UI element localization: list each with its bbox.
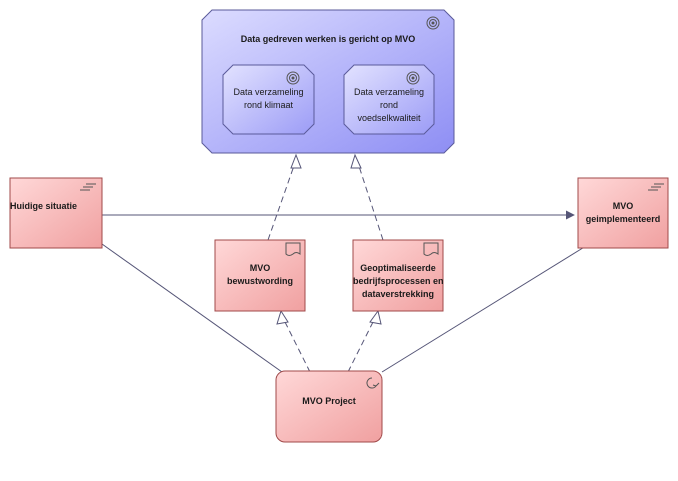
deliverable-awareness-line-2: bewustwording — [227, 276, 293, 286]
outcome-food-quality-line-1: Data verzameling — [353, 87, 425, 97]
association-line-project-current[interactable] — [101, 243, 283, 373]
deliverable-processes-line-3: dataverstrekking — [361, 289, 435, 299]
outcome-climate[interactable] — [222, 64, 315, 135]
realization-line-deliverable-1-goal[interactable] — [267, 159, 297, 241]
plateau-target-line-1: MVO — [612, 201, 634, 211]
realization-arrowhead-4 — [369, 309, 382, 325]
goal-target-icon — [406, 71, 420, 85]
connectors — [101, 153, 587, 373]
association-line-project-target[interactable] — [381, 245, 587, 373]
realization-line-project-deliverable-1[interactable] — [281, 315, 311, 373]
plateau-target[interactable] — [577, 177, 669, 249]
plateau-icon — [648, 183, 664, 191]
deliverable-processes[interactable] — [352, 239, 444, 312]
deliverable-processes-line-1: Geoptimaliseerde — [360, 263, 436, 273]
plateau-icon — [80, 183, 96, 191]
realization-arrowhead-2 — [350, 153, 362, 169]
plateau-current-label: Huidige situatie — [10, 201, 78, 211]
outcome-food-quality-label: Data verzameling rond voedselkwaliteit — [344, 86, 434, 125]
work-package-project[interactable] — [275, 370, 383, 443]
deliverable-processes-label: Geoptimaliseerde bedrijfsprocessen en da… — [353, 262, 444, 301]
outcome-climate-label: Data verzameling rond klimaat — [223, 86, 314, 112]
plateau-current[interactable] — [9, 177, 103, 249]
plateau-target-label: MVO geimplementeerd — [578, 200, 668, 226]
work-package-label: MVO Project — [302, 396, 356, 406]
goal-target-icon — [286, 71, 300, 85]
deliverable-processes-line-2: bedrijfsprocessen en — [353, 276, 444, 286]
deliverable-awareness-line-1: MVO — [249, 263, 271, 273]
work-package-icon — [366, 377, 380, 389]
outcome-food-quality[interactable] — [343, 64, 435, 135]
outcome-climate-line-2: rond klimaat — [243, 100, 294, 110]
realization-arrowhead-3 — [276, 309, 289, 325]
realization-arrowhead-1 — [290, 153, 302, 169]
deliverable-awareness[interactable] — [214, 239, 306, 312]
goal-label: Data gedreven werken is gericht op MVO — [240, 34, 416, 44]
realization-line-project-deliverable-2[interactable] — [347, 315, 377, 373]
outcome-climate-line-1: Data verzameling — [233, 87, 304, 97]
outcome-food-quality-line-3: voedselkwaliteit — [357, 113, 421, 123]
deliverable-icon — [423, 242, 439, 256]
outcome-food-quality-line-2: rond — [379, 100, 398, 110]
goal-target-icon — [426, 16, 440, 30]
deliverable-icon — [285, 242, 301, 256]
plateau-target-line-2: geimplementeerd — [585, 214, 661, 224]
deliverable-awareness-label: MVO bewustwording — [215, 262, 305, 288]
realization-line-deliverable-2-goal[interactable] — [356, 159, 384, 241]
